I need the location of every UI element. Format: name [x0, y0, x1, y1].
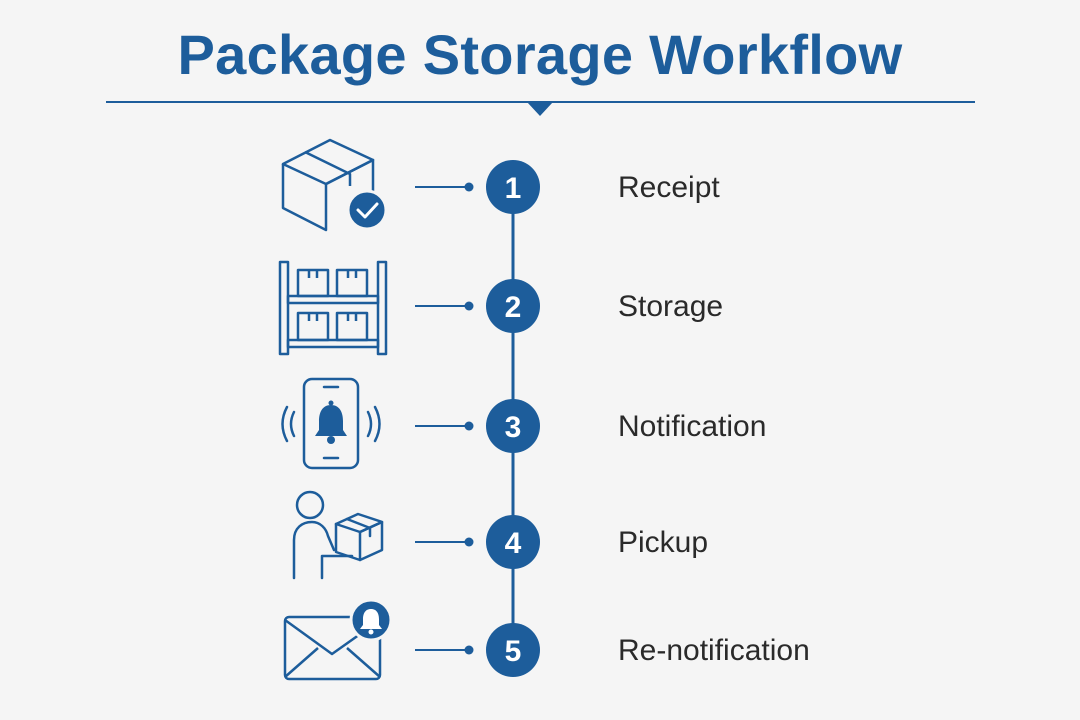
- step-number-5: 5: [505, 635, 522, 668]
- step-label-storage: Storage: [618, 290, 724, 323]
- storage-shelf-icon: [278, 260, 388, 356]
- step-number-1: 1: [505, 172, 522, 205]
- branch-1: [415, 182, 474, 192]
- page-title: Package Storage Workflow: [177, 23, 903, 86]
- step-circle-5: 5: [486, 623, 540, 677]
- title-divider: [106, 101, 975, 116]
- step-label-re-notification: Re-notification: [618, 634, 810, 667]
- step-circle-2: 2: [486, 279, 540, 333]
- step-circle-1: 1: [486, 160, 540, 214]
- branch-3: [415, 421, 474, 431]
- step-number-2: 2: [505, 291, 522, 324]
- step-label-receipt: Receipt: [618, 171, 720, 204]
- branch-4: [415, 537, 474, 547]
- step-circle-3: 3: [486, 399, 540, 453]
- step-number-3: 3: [505, 411, 522, 444]
- step-circle-4: 4: [486, 515, 540, 569]
- step-label-pickup: Pickup: [618, 526, 709, 559]
- envelope-bell-icon: [283, 598, 393, 681]
- branch-5: [415, 645, 474, 655]
- step-label-notification: Notification: [618, 410, 767, 443]
- step-number-4: 4: [505, 527, 522, 560]
- person-package-icon: [292, 490, 384, 580]
- phone-bell-icon: [281, 377, 381, 470]
- package-check-icon: [281, 138, 388, 232]
- branch-2: [415, 301, 474, 311]
